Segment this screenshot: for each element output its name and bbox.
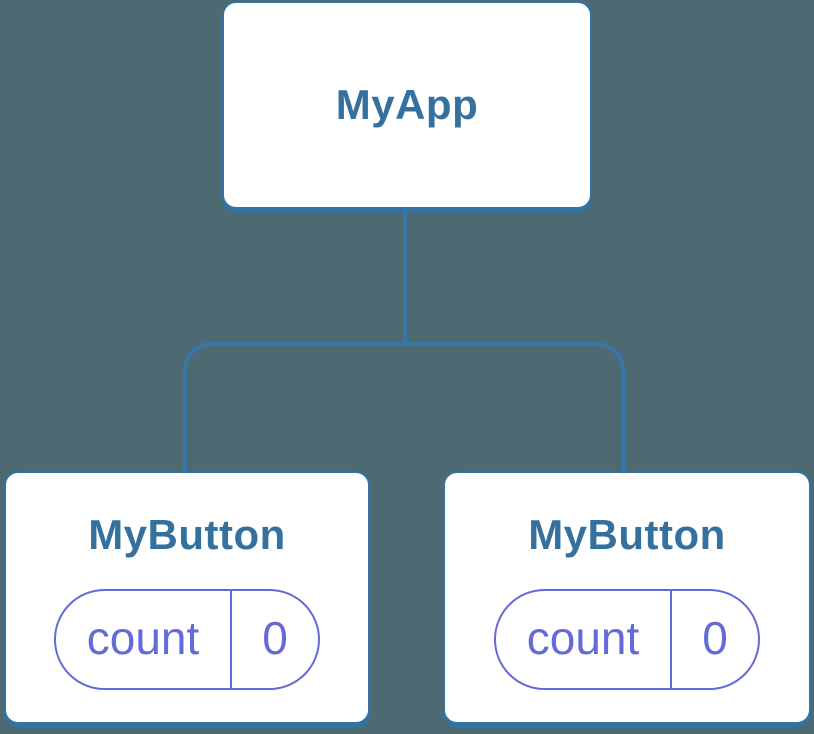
node-title: MyButton [88, 511, 286, 558]
node-mybutton-right: MyButton count 0 [443, 471, 811, 724]
node-myapp: MyApp [222, 1, 592, 209]
state-key: count [496, 591, 672, 689]
state-key: count [56, 591, 232, 689]
state-value: 0 [702, 611, 728, 664]
connector-stem [403, 209, 407, 345]
node-title: MyButton [528, 511, 726, 558]
state-value: 0 [262, 611, 288, 664]
node-title: MyApp [335, 80, 479, 128]
state-pill: count 0 [54, 589, 320, 691]
connector-bracket [183, 342, 625, 473]
state-pill: count 0 [494, 589, 760, 691]
node-mybutton-left: MyButton count 0 [4, 471, 370, 724]
